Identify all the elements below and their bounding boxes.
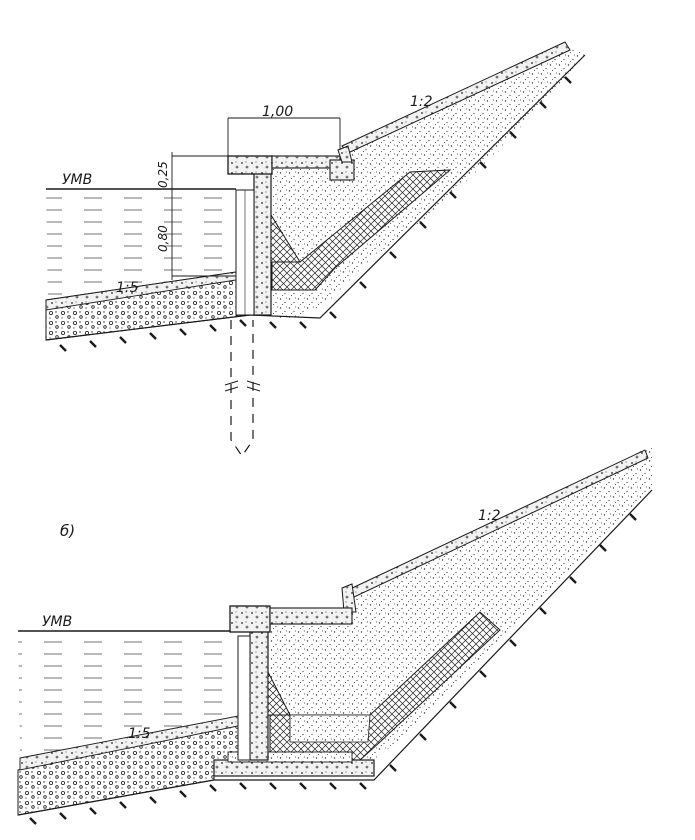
ground-hatch-a bbox=[59, 76, 572, 352]
ground-hatch-b bbox=[29, 513, 637, 825]
level-label-b: УМВ bbox=[42, 614, 72, 630]
pile-a bbox=[230, 320, 254, 458]
foundation-base-b bbox=[227, 751, 353, 763]
water-a bbox=[46, 190, 236, 300]
wall-facing-b bbox=[237, 635, 251, 761]
ground-line-b bbox=[17, 489, 653, 816]
variant-label-b: б) bbox=[60, 522, 75, 540]
retaining-wall-b bbox=[249, 629, 269, 761]
dim-height-upper-label: 0,25 bbox=[156, 161, 170, 188]
cap-slab-b bbox=[269, 607, 353, 625]
edge-stop-a bbox=[329, 159, 355, 181]
pile-break-a bbox=[224, 380, 261, 392]
section-a: 1,00 0,25 0,80 УМВ 1:2 1:5 bbox=[45, 41, 586, 458]
slope-upper-label-b: 1:2 bbox=[478, 508, 501, 524]
slope-lower-label-b: 1:5 bbox=[128, 726, 151, 742]
slope-upper-label-a: 1:2 bbox=[410, 94, 433, 110]
level-label-a: УМВ bbox=[62, 172, 92, 188]
dim-line-width bbox=[227, 117, 341, 160]
curb-b bbox=[341, 583, 357, 613]
retaining-wall-a bbox=[253, 169, 272, 316]
section-b: б) УМВ 1:2 1:5 bbox=[17, 448, 653, 825]
capping-beam-b bbox=[229, 605, 271, 633]
embankment-fill-b bbox=[270, 448, 652, 770]
wall-wedge-a bbox=[270, 213, 301, 263]
ground-line-a bbox=[45, 54, 586, 341]
dim-line-height bbox=[171, 152, 236, 280]
dim-height-lower-label: 0,80 bbox=[156, 225, 170, 252]
curb-a bbox=[337, 145, 353, 163]
slope-lower-label-a: 1:5 bbox=[116, 280, 139, 296]
dim-width-label: 1,00 bbox=[262, 104, 293, 120]
wall-wedge-b bbox=[267, 671, 291, 716]
capping-beam-a bbox=[227, 155, 273, 175]
filter-layer-a bbox=[271, 169, 452, 291]
filter-sand-b bbox=[289, 714, 371, 743]
